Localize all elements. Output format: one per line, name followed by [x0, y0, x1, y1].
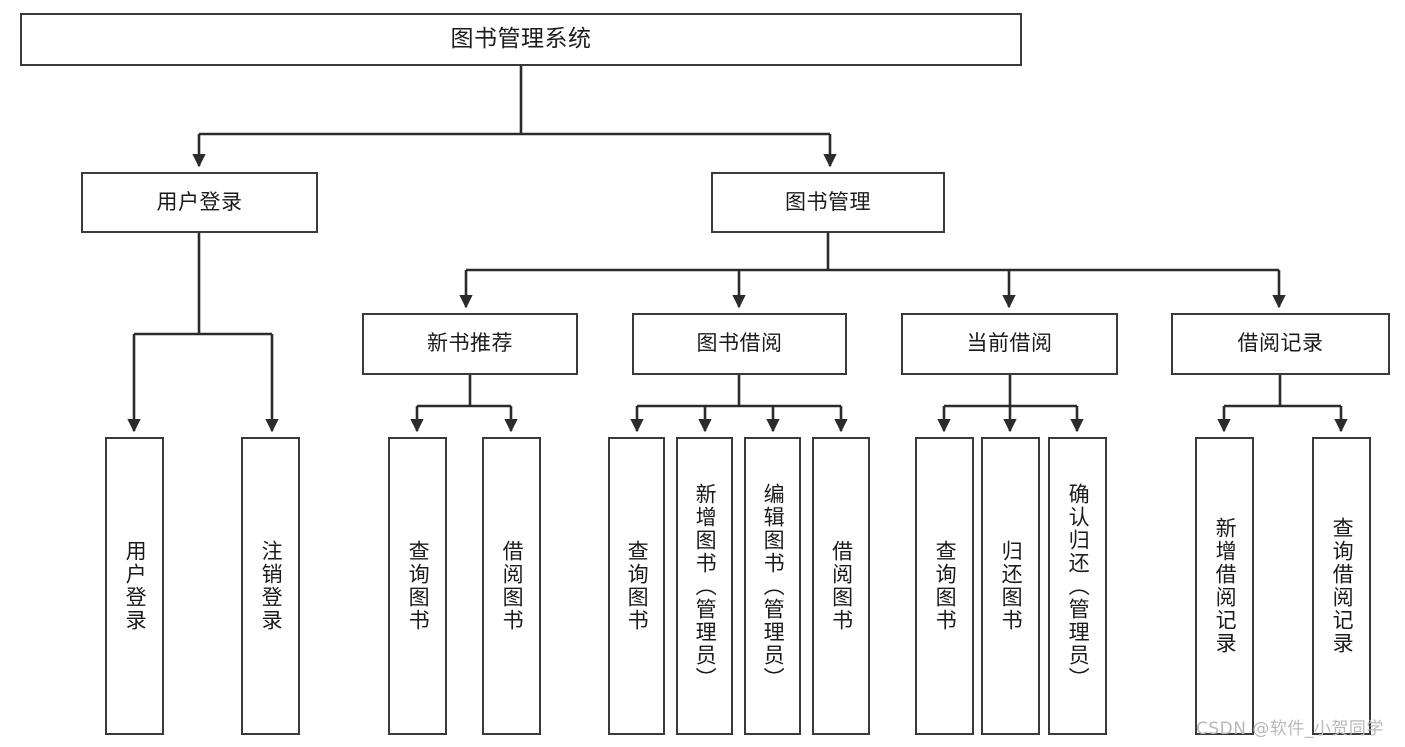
node-leaf-add-record[interactable]: 新增借阅记录: [1195, 437, 1254, 735]
node-leaf-logout-label: 注销登录: [259, 540, 284, 632]
node-leaf-user-login-label: 用户登录: [123, 540, 148, 632]
node-leaf-query-book-2[interactable]: 查询图书: [608, 437, 665, 735]
node-leaf-borrow-book-1-label: 借阅图书: [500, 540, 525, 632]
node-leaf-confirm-return-label: 确认归还（管理员）: [1066, 482, 1091, 690]
node-book-manage[interactable]: 图书管理: [711, 172, 945, 233]
node-leaf-add-record-label: 新增借阅记录: [1213, 517, 1238, 655]
node-book-manage-label: 图书管理: [785, 189, 871, 214]
node-leaf-user-login[interactable]: 用户登录: [105, 437, 164, 735]
node-leaf-edit-book[interactable]: 编辑图书（管理员）: [744, 437, 801, 735]
node-book-borrow[interactable]: 图书借阅: [632, 313, 847, 375]
node-leaf-logout[interactable]: 注销登录: [241, 437, 300, 735]
node-leaf-query-book-2-label: 查询图书: [625, 540, 650, 632]
node-current-borrow[interactable]: 当前借阅: [901, 313, 1118, 375]
node-new-book-recommend[interactable]: 新书推荐: [362, 313, 578, 375]
node-leaf-return-book-label: 归还图书: [999, 540, 1024, 632]
node-leaf-query-book-1[interactable]: 查询图书: [388, 437, 447, 735]
node-leaf-confirm-return[interactable]: 确认归还（管理员）: [1048, 437, 1107, 735]
node-user-login[interactable]: 用户登录: [81, 172, 318, 233]
node-book-borrow-label: 图书借阅: [696, 331, 783, 356]
node-leaf-query-book-1-label: 查询图书: [406, 540, 431, 632]
node-leaf-borrow-book-2-label: 借阅图书: [829, 540, 854, 632]
node-leaf-borrow-book-1[interactable]: 借阅图书: [482, 437, 541, 735]
node-leaf-query-book-3[interactable]: 查询图书: [915, 437, 974, 735]
node-root-label: 图书管理系统: [450, 25, 592, 52]
node-leaf-borrow-book-2[interactable]: 借阅图书: [812, 437, 870, 735]
node-leaf-add-book[interactable]: 新增图书（管理员）: [676, 437, 733, 735]
node-new-book-recommend-label: 新书推荐: [427, 331, 513, 356]
node-user-login-label: 用户登录: [156, 189, 243, 214]
node-leaf-return-book[interactable]: 归还图书: [981, 437, 1040, 735]
node-leaf-add-book-label: 新增图书（管理员）: [693, 482, 718, 690]
node-leaf-edit-book-label: 编辑图书（管理员）: [761, 482, 786, 690]
node-borrow-record[interactable]: 借阅记录: [1171, 313, 1390, 375]
node-current-borrow-label: 当前借阅: [966, 331, 1053, 356]
node-borrow-record-label: 借阅记录: [1237, 331, 1324, 356]
node-leaf-query-record[interactable]: 查询借阅记录: [1312, 437, 1371, 735]
node-leaf-query-record-label: 查询借阅记录: [1330, 517, 1355, 655]
node-root-system[interactable]: 图书管理系统: [20, 13, 1022, 66]
node-leaf-query-book-3-label: 查询图书: [933, 540, 958, 632]
